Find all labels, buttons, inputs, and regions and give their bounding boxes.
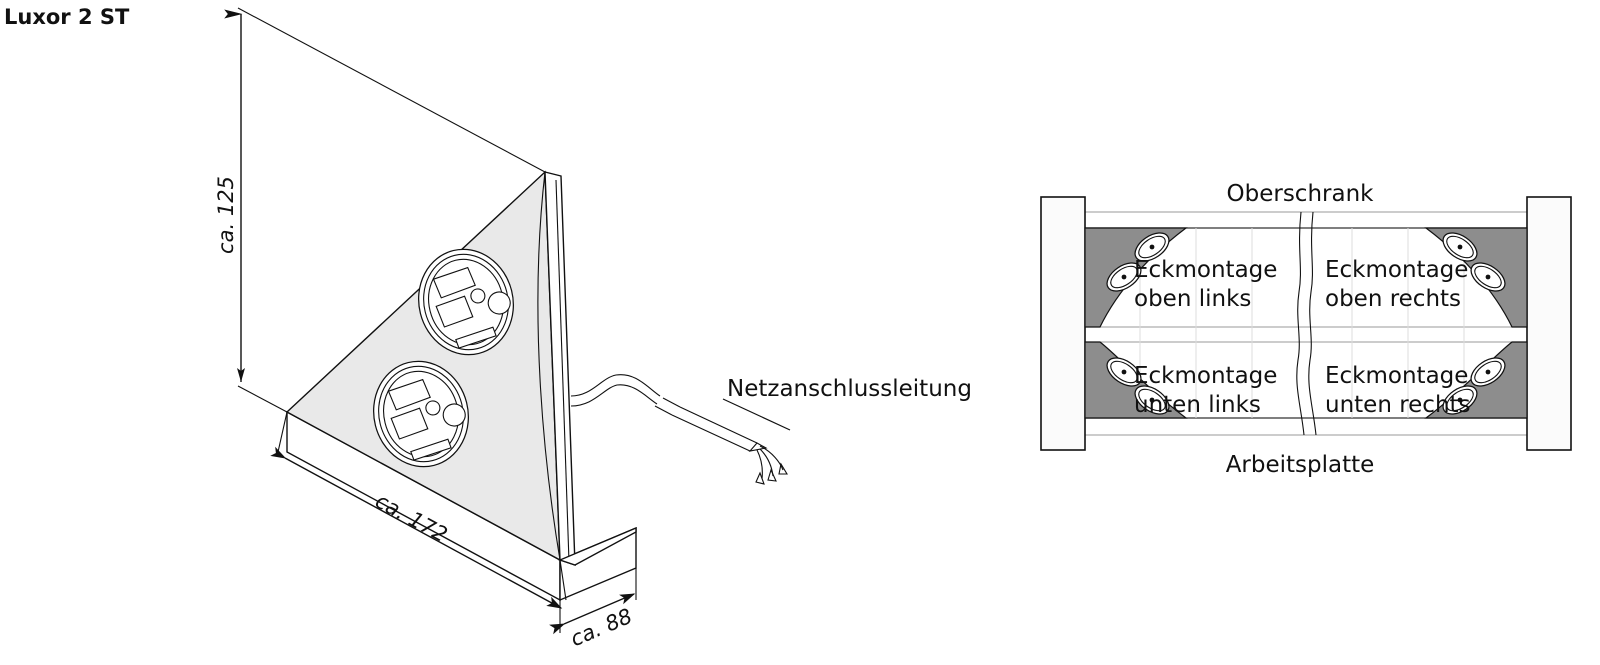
socket-lower bbox=[373, 360, 469, 468]
cord-strand-tip-1 bbox=[778, 462, 788, 475]
socket-pin-large bbox=[442, 403, 466, 427]
socket-earth-contact bbox=[455, 326, 497, 349]
dimension-label-depth: ca. 88 bbox=[567, 604, 636, 651]
dimension-label-height: ca. 125 bbox=[214, 176, 238, 254]
socket-slot-upper bbox=[432, 266, 476, 299]
socket-upper bbox=[418, 248, 514, 356]
corner-unit-top-right bbox=[1424, 227, 1528, 328]
label-line2: unten links bbox=[1134, 392, 1261, 418]
extension-line-bottom bbox=[237, 385, 288, 413]
corner-unit-bottom-left bbox=[1084, 341, 1188, 419]
extension-line-top bbox=[237, 7, 546, 173]
cord-run-bottom bbox=[671, 414, 751, 452]
corner-unit-sockets bbox=[1106, 357, 1170, 415]
dimension-line-width bbox=[270, 446, 563, 609]
cord-break-upper bbox=[662, 397, 681, 408]
corner-unit-sockets bbox=[1442, 232, 1506, 292]
label-line1: Eckmontage bbox=[1325, 257, 1468, 283]
label-arbeitsplatte: Arbeitsplatte bbox=[1226, 452, 1375, 478]
width-ext-left bbox=[277, 411, 288, 453]
label-oberschrank: Oberschrank bbox=[1227, 181, 1375, 207]
arrowhead-down bbox=[237, 368, 245, 382]
dimension-height: ca. 125 bbox=[214, 9, 245, 382]
cord-strand-tip-3 bbox=[755, 471, 765, 485]
cord-bottom-outline bbox=[570, 384, 658, 407]
socket-pin-large bbox=[487, 291, 511, 315]
label-line2: oben links bbox=[1134, 286, 1251, 312]
corner-unit-bottom-right bbox=[1424, 341, 1528, 419]
wall-left bbox=[1040, 196, 1086, 451]
wall-right bbox=[1526, 196, 1572, 451]
power-cord: Netzanschlussleitung bbox=[570, 374, 972, 485]
position-label-bottom-left: Eckmontage unten links bbox=[1134, 363, 1277, 418]
cord-top-outline bbox=[570, 374, 661, 397]
body-side-groove bbox=[555, 179, 570, 563]
position-label-top-left: Eckmontage oben links bbox=[1134, 257, 1277, 312]
center-break bbox=[1296, 211, 1317, 436]
mounting-positions-plan: Oberschrank bbox=[1040, 181, 1572, 478]
label-line1: Eckmontage bbox=[1325, 363, 1468, 389]
break-line-left bbox=[1296, 211, 1305, 436]
cord-break-lower bbox=[654, 405, 673, 416]
cord-strand-tip-2 bbox=[767, 468, 777, 482]
socket-pin-small bbox=[425, 400, 441, 416]
label-line2: unten rechts bbox=[1325, 392, 1471, 418]
body-bottom-edge-face bbox=[558, 526, 637, 566]
socket-slot-lower bbox=[435, 295, 474, 328]
corner-unit-sockets bbox=[1106, 232, 1170, 292]
cord-sheath-end bbox=[748, 442, 768, 452]
position-label-top-right: Eckmontage oben rechts bbox=[1325, 257, 1468, 312]
socket-pin-small bbox=[470, 288, 486, 304]
socket-slot-upper bbox=[387, 378, 431, 411]
break-line-right bbox=[1308, 211, 1317, 436]
label-line1: Eckmontage bbox=[1134, 257, 1277, 283]
dimension-line-depth bbox=[549, 593, 636, 635]
corner-unit-top-left bbox=[1084, 227, 1188, 328]
label-line2: oben rechts bbox=[1325, 286, 1461, 312]
label-line1: Eckmontage bbox=[1134, 363, 1277, 389]
product-isometric-view: ca. 125 bbox=[214, 7, 972, 651]
page-title: Luxor 2 ST bbox=[4, 5, 130, 29]
cord-label: Netzanschlussleitung bbox=[727, 376, 972, 402]
cord-run-top bbox=[679, 406, 758, 444]
corner-unit-sockets bbox=[1442, 357, 1506, 415]
cord-leader-line bbox=[722, 398, 791, 431]
position-label-bottom-right: Eckmontage unten rechts bbox=[1325, 363, 1471, 418]
socket-slot-lower bbox=[390, 407, 429, 440]
